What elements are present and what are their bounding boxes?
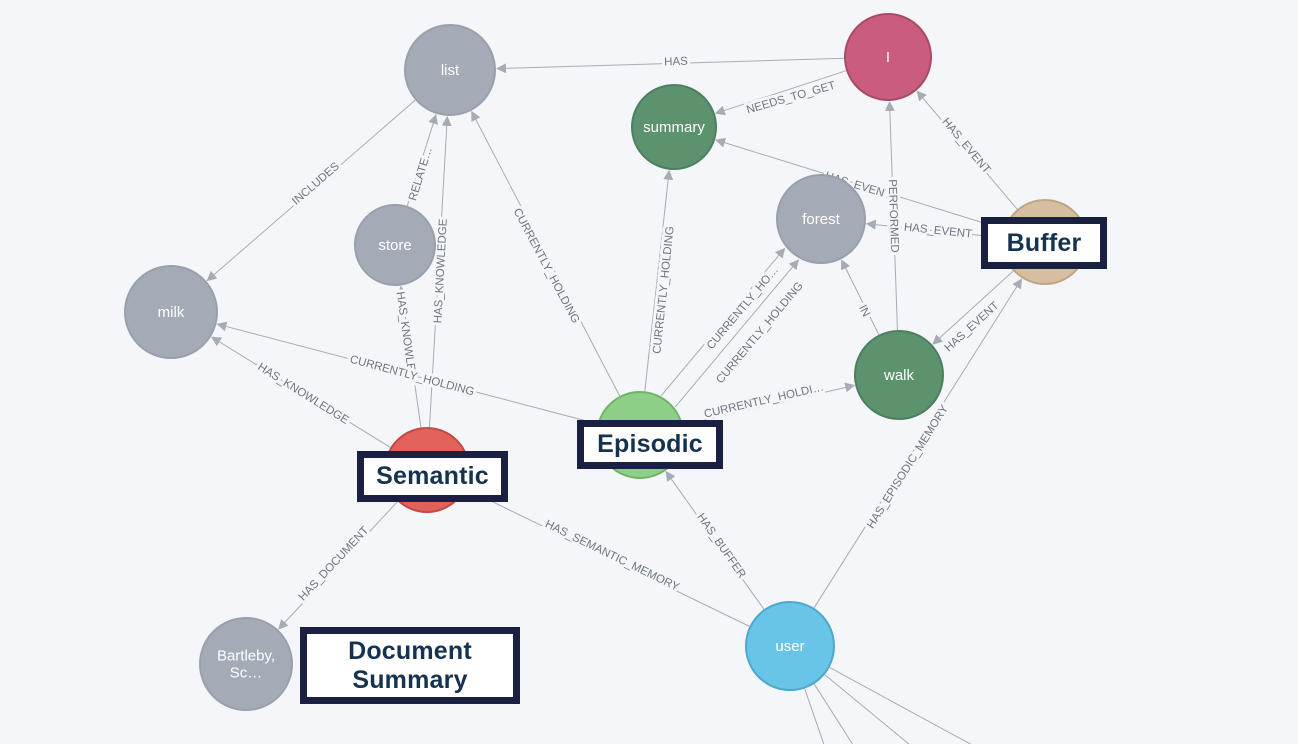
edge-label-currently-ho-[interactable]: CURRENTLY_HO… — [702, 261, 784, 355]
node-circle-milk[interactable] — [124, 265, 218, 359]
edge-user-episodic[interactable] — [665, 470, 765, 610]
edge-store-list[interactable] — [406, 113, 438, 207]
node-circle-walk[interactable] — [854, 330, 944, 420]
edge-label-currently-holding[interactable]: CURRENTLY_HOLDING — [648, 223, 679, 358]
edge-semantic-list[interactable] — [428, 115, 452, 428]
node-bartleby[interactable]: Bartleby,Sc… — [199, 617, 293, 711]
edge-semantic-milk[interactable] — [210, 336, 391, 448]
edge-user-offscreen[interactable] — [804, 688, 843, 744]
node-summary[interactable]: summary — [631, 84, 717, 170]
edge-semantic-store[interactable] — [397, 285, 422, 428]
edge-walk-i[interactable] — [884, 100, 898, 331]
edge-episodic-forest[interactable] — [660, 247, 786, 396]
edge-user-offscreen[interactable] — [813, 683, 885, 744]
edge-episodic-forest[interactable] — [674, 259, 799, 408]
edge-label-has-semantic-memory[interactable]: HAS_SEMANTIC_MEMORY — [540, 515, 684, 597]
edge-buffer-walk[interactable] — [932, 270, 1014, 345]
node-circle-i[interactable] — [844, 13, 932, 101]
node-i[interactable]: I — [844, 13, 932, 101]
edge-buffer-i[interactable] — [916, 90, 1018, 210]
node-circle-user[interactable] — [745, 601, 835, 691]
edge-label-has-episodic-memory[interactable]: HAS_EPISODIC_MEMORY — [862, 400, 954, 534]
edge-user-buffer[interactable] — [813, 278, 1023, 609]
edge-label-needs-to-get[interactable]: NEEDS_TO_GET — [742, 77, 840, 120]
edge-episodic-summary[interactable] — [644, 169, 674, 392]
node-circle-episodic[interactable] — [596, 391, 684, 479]
edge-label-has-knowledge[interactable]: HAS_KNOWLEDGE — [429, 215, 452, 327]
edge-episodic-list[interactable] — [471, 110, 621, 397]
edge-user-semantic[interactable] — [465, 488, 750, 627]
edge-label-has[interactable]: HAS — [661, 53, 691, 72]
edge-i-list[interactable] — [495, 57, 845, 74]
node-circle-semantic[interactable] — [384, 427, 470, 513]
edge-i-summary[interactable] — [714, 70, 847, 116]
edge-episodic-walk[interactable] — [682, 382, 856, 426]
node-circle-store[interactable] — [354, 204, 436, 286]
node-circle-forest[interactable] — [776, 174, 866, 264]
edge-buffer-forest[interactable] — [865, 219, 1003, 239]
edge-label-has-event[interactable]: HAS_EVENT — [900, 218, 975, 243]
node-semantic[interactable] — [384, 427, 470, 513]
node-forest[interactable]: forest — [776, 174, 866, 264]
node-milk[interactable]: milk — [124, 265, 218, 359]
edge-user-offscreen[interactable] — [824, 674, 967, 744]
edge-semantic-bartleby[interactable] — [278, 501, 399, 630]
edge-label-has-document[interactable]: HAS_DOCUMENT — [294, 522, 375, 607]
node-store[interactable]: store — [354, 204, 436, 286]
edge-label-has-knowledge[interactable]: HAS_KNOWLEDGE — [252, 358, 354, 430]
node-user[interactable]: user — [745, 601, 835, 691]
edge-label-has-event[interactable]: HAS_EVENT — [936, 113, 995, 179]
node-list[interactable]: list — [404, 24, 496, 116]
edge-episodic-milk[interactable] — [216, 321, 598, 425]
edge-label-performed[interactable]: PERFORMED — [883, 176, 904, 256]
node-circle-bartleby[interactable] — [199, 617, 293, 711]
edge-buffer-summary[interactable] — [715, 137, 1005, 230]
node-episodic[interactable] — [596, 391, 684, 479]
edge-label-currently-holdi-[interactable]: CURRENTLY_HOLDI… — [700, 378, 828, 423]
node-walk[interactable]: walk — [854, 330, 944, 420]
edge-label-currently-holding[interactable]: CURRENTLY_HOLDING — [508, 204, 585, 329]
edge-walk-forest[interactable] — [841, 259, 880, 335]
edge-label-has-buffer[interactable]: HAS_BUFFER — [691, 508, 750, 583]
edge-label-includes[interactable]: INCLUDES — [287, 157, 345, 210]
node-circle-buffer[interactable] — [1002, 199, 1088, 285]
edge-list-milk[interactable] — [206, 99, 416, 282]
node-buffer[interactable] — [1002, 199, 1088, 285]
node-circle-summary[interactable] — [631, 84, 717, 170]
edge-label-relate-[interactable]: RELATE… — [404, 143, 438, 205]
edge-user-offscreen[interactable] — [829, 667, 1055, 744]
node-circle-list[interactable] — [404, 24, 496, 116]
